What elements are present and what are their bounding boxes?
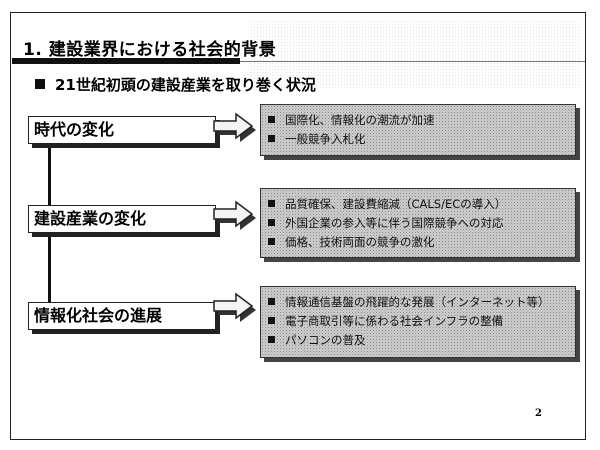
- list-item: 電子商取引等に係わる社会インフラの整備: [268, 312, 569, 331]
- bullet-icon: [268, 298, 275, 305]
- list-item: 外国企業の参入等に伴う国際競争への対応: [268, 214, 569, 233]
- subtitle-text: 21世紀初頭の建設産業を取り巻く状況: [55, 76, 316, 94]
- bullet-icon: [268, 317, 275, 324]
- list-item: 情報通信基盤の飛躍的な発展（インターネット等）: [268, 293, 569, 312]
- bullet-icon: [268, 135, 275, 142]
- bullet-icon: [268, 219, 275, 226]
- section-detail-industry-change: 品質確保、建設費縮減（CALS/ECの導入） 外国企業の参入等に伴う国際競争への…: [260, 188, 576, 258]
- section-label-industry-change: 建設産業の変化: [28, 205, 216, 233]
- list-item: 一般競争入札化: [268, 130, 569, 149]
- list-item: 価格、技術両面の競争の激化: [268, 233, 569, 252]
- section-label-era-change: 時代の変化: [28, 116, 216, 144]
- list-item: 国際化、情報化の潮流が加速: [268, 111, 569, 130]
- page-number: 2: [535, 408, 542, 419]
- slide-subtitle: 21世紀初頭の建設産業を取り巻く状況: [35, 74, 316, 95]
- bullet-icon: [268, 238, 275, 245]
- section-detail-era-change: 国際化、情報化の潮流が加速 一般競争入札化: [260, 104, 576, 156]
- slide-title: 1. 建設業界における社会的背景: [23, 40, 277, 60]
- bullet-icon: [268, 336, 275, 343]
- title-underline-thick: [12, 58, 240, 64]
- section-label-info-society: 情報化社会の進展: [28, 302, 216, 330]
- right-arrow-icon: [213, 200, 256, 230]
- right-arrow-icon: [213, 292, 256, 322]
- bullet-icon: [268, 116, 275, 123]
- slide-frame: [10, 12, 586, 440]
- list-item: 品質確保、建設費縮減（CALS/ECの導入）: [268, 195, 569, 214]
- right-arrow-icon: [213, 112, 256, 142]
- section-detail-info-society: 情報通信基盤の飛躍的な発展（インターネット等） 電子商取引等に係わる社会インフラ…: [260, 286, 576, 358]
- header-texture: [250, 20, 580, 90]
- list-item: パソコンの普及: [268, 331, 569, 350]
- square-bullet-icon: [35, 79, 45, 89]
- title-underline-thin: [240, 61, 585, 62]
- bullet-icon: [268, 200, 275, 207]
